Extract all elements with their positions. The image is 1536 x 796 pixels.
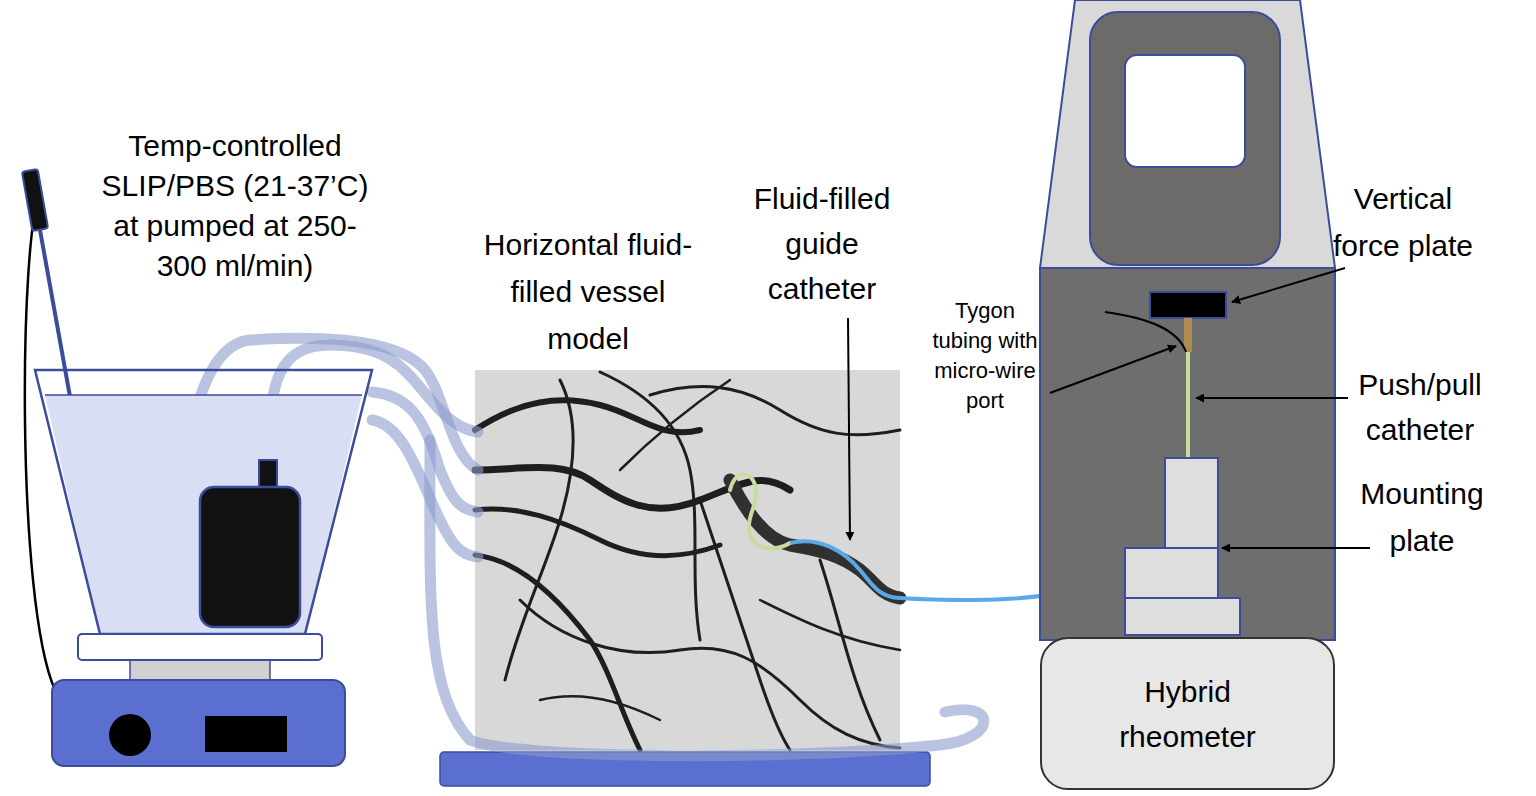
rheometer bbox=[1090, 12, 1280, 265]
push-pull-catheter-label: Push/pull catheter bbox=[1340, 362, 1500, 452]
hot-plate bbox=[52, 634, 345, 766]
beaker bbox=[35, 370, 372, 634]
rheometer-base-box: Hybrid rheometer bbox=[1040, 637, 1335, 790]
hot-plate bbox=[130, 658, 270, 682]
leader-arrow bbox=[848, 318, 850, 540]
mounting-plate bbox=[1125, 458, 1240, 635]
fluid-label: Temp-controlled SLIP/PBS (21-37’C) at pu… bbox=[93, 126, 378, 286]
guide-catheter-label: Fluid-filled guide catheter bbox=[733, 176, 911, 311]
force-plate bbox=[1150, 292, 1226, 318]
temperature-probe bbox=[22, 169, 48, 231]
rheometer bbox=[1040, 0, 1335, 268]
vessel-model bbox=[760, 600, 900, 650]
vessel-model bbox=[790, 541, 900, 598]
hot-plate bbox=[205, 716, 287, 752]
mounting-plate bbox=[1125, 598, 1240, 635]
tygon-tubing bbox=[1105, 312, 1192, 352]
push-pull-catheter bbox=[1186, 352, 1190, 460]
pump bbox=[200, 460, 300, 627]
mounting-plate bbox=[1125, 548, 1218, 598]
rheometer bbox=[1125, 55, 1245, 167]
vessel-model bbox=[730, 474, 790, 548]
leader-arrow bbox=[1222, 547, 1370, 549]
force-plate-label: Vertical force plate bbox=[1328, 175, 1478, 269]
force-plate bbox=[1150, 292, 1226, 318]
beaker bbox=[35, 370, 372, 634]
leader-arrow bbox=[1196, 397, 1348, 399]
vessel-model bbox=[475, 509, 720, 556]
pump bbox=[200, 487, 300, 627]
vessel-model bbox=[475, 370, 900, 750]
leader-arrow bbox=[848, 268, 1370, 548]
mounting-plate bbox=[1165, 458, 1218, 550]
mounting-plate-label: Mounting plate bbox=[1342, 470, 1502, 564]
beaker bbox=[45, 394, 362, 396]
vessel-model bbox=[620, 380, 730, 470]
hot-plate bbox=[52, 680, 345, 766]
hot-plate bbox=[109, 714, 151, 756]
node-text: Hybrid rheometer bbox=[1103, 669, 1273, 759]
vessel-model-label: Horizontal fluid-filled vessel model bbox=[473, 221, 703, 362]
hot-plate bbox=[78, 634, 322, 660]
vessel-model bbox=[440, 370, 930, 786]
leader-arrow bbox=[1050, 346, 1176, 393]
vessel-model bbox=[520, 600, 900, 748]
tygon-tubing bbox=[1184, 318, 1192, 352]
pump bbox=[259, 460, 277, 490]
vessel-model bbox=[475, 372, 900, 750]
tubing bbox=[430, 440, 984, 756]
rheometer bbox=[1040, 268, 1335, 640]
leader-arrow bbox=[1232, 268, 1345, 302]
temperature-probe bbox=[25, 195, 55, 690]
vessel-model bbox=[475, 555, 640, 750]
vessel-model bbox=[505, 380, 573, 680]
vessel-model bbox=[540, 696, 660, 720]
rheometer bbox=[1040, 0, 1335, 640]
push-pull-catheter bbox=[1188, 352, 1189, 460]
tygon-tubing-label: Tygon tubing with micro-wire port bbox=[923, 296, 1047, 416]
